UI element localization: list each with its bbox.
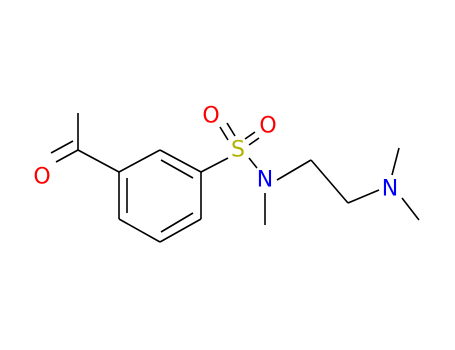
bond-carbonyl-double-2 [50,140,74,154]
sulfur-label: S [231,138,245,163]
bond-ring-2 [159,149,202,173]
bond-ethyl [310,159,349,204]
bond-ring-inner-1 [160,159,194,179]
bond-ring-4 [159,218,202,243]
bond-n-to-ethyl [276,159,312,181]
carbonyl-oxygen-label: O [33,165,50,190]
bond-ring-1 [118,149,161,173]
bond-carbonyl-double-1 [55,149,79,163]
amine-nitrogen-label: N [382,177,398,202]
bond-amine-methyl-up [391,147,400,176]
bond-sulfur-to-nitrogen [248,157,258,169]
bond-amine-methyl-down [401,197,420,221]
bond-ring-to-sulfur [200,157,229,173]
sulfonamide-nitrogen-label: N [257,168,273,193]
sulfonyl-oxygen-left-label: O [202,104,219,129]
bond-ethyl-to-amine [347,189,380,204]
sulfonyl-oxygen-right-label: O [259,114,276,139]
bond-ring-5 [118,218,161,243]
bond-sulfonyl-left-1 [219,126,229,141]
bond-ring-inner-2 [160,212,194,233]
bond-acetyl-to-ring [77,149,120,173]
bond-sulfonyl-left-2 [226,122,236,137]
bond-sulfonyl-right-2 [248,137,260,146]
bond-sulfonyl-right-1 [244,131,256,140]
